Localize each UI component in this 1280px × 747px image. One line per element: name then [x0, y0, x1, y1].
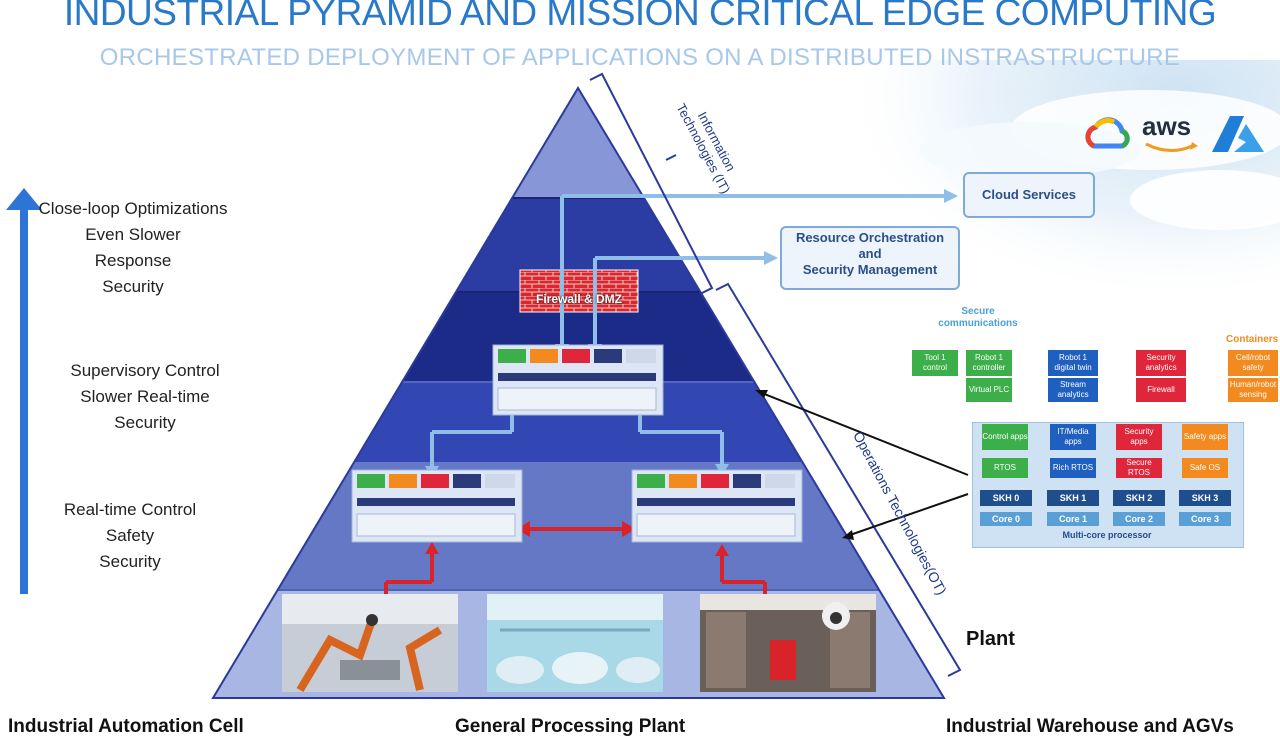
- photo-automation-cell: [282, 594, 458, 693]
- page-subtitle: ORCHESTRATED DEPLOYMENT OF APPLICATIONS …: [99, 44, 1181, 71]
- orchestration-box: Resource Orchestration and Security Mana…: [780, 226, 960, 290]
- col0-apps: Control apps: [982, 424, 1028, 450]
- app-firewall: Firewall: [1136, 378, 1186, 402]
- label-warehouse-agvs: Industrial Warehouse and AGVs: [946, 716, 1234, 737]
- aws-icon: aws: [1142, 112, 1202, 156]
- col1-skh: SKH 1: [1047, 490, 1099, 506]
- col2-core: Core 2: [1113, 512, 1165, 526]
- photo-processing-plant: [487, 594, 663, 692]
- google-cloud-icon: [1085, 117, 1130, 149]
- cloud-services-box: Cloud Services: [963, 172, 1095, 218]
- page-title: INDUSTRIAL PYRAMID AND MISSION CRITICAL …: [63, 0, 1217, 33]
- firewall-brick: [519, 269, 639, 313]
- photo-warehouse: [700, 594, 876, 692]
- firewall-label: Firewall & DMZ: [535, 292, 622, 306]
- col2-apps: Security apps: [1116, 424, 1162, 450]
- vertical-up-arrow: [6, 188, 42, 594]
- label-processing-plant: General Processing Plant: [455, 716, 686, 737]
- col3-core: Core 3: [1179, 512, 1231, 526]
- col0-skh: SKH 0: [980, 490, 1032, 506]
- col1-core: Core 1: [1047, 512, 1099, 526]
- col1-apps: IT/Media apps: [1050, 424, 1096, 450]
- col3-skh: SKH 3: [1179, 490, 1231, 506]
- plant-label: Plant: [966, 628, 1015, 650]
- level-label-optimization: Close-loop Optimizations Even Slower Res…: [38, 199, 228, 296]
- containers-label: Containers: [1226, 334, 1279, 345]
- app-cell-robot-safety: Cell/robot safety: [1228, 350, 1278, 376]
- label-automation-cell: Industrial Automation Cell: [8, 716, 244, 737]
- secure-communications-label: Secure communications: [938, 306, 1018, 329]
- app-robot1-digital-twin: Robot 1 digital twin: [1048, 350, 1098, 376]
- multicore-diagram: Secure communications Containers Tool 1 …: [906, 300, 1280, 550]
- app-virtual-plc: Virtual PLC: [966, 378, 1012, 402]
- col0-os: RTOS: [982, 458, 1028, 478]
- app-security-analytics: Security analytics: [1136, 350, 1186, 376]
- col2-skh: SKH 2: [1113, 490, 1165, 506]
- col2-os: Secure RTOS: [1116, 458, 1162, 478]
- azure-icon: [1212, 116, 1264, 152]
- col3-os: Safe OS: [1182, 458, 1228, 478]
- col3-apps: Safety apps: [1182, 424, 1228, 450]
- app-robot1-controller: Robot 1 controller: [966, 350, 1012, 376]
- app-tool1-control: Tool 1 control: [912, 350, 958, 376]
- app-stream-analytics: Stream analytics: [1048, 378, 1098, 402]
- app-human-robot-sensing: Human/robot sensing: [1228, 378, 1278, 402]
- level-label-supervisory: Supervisory Control Slower Real-time Sec…: [70, 361, 220, 432]
- col0-core: Core 0: [980, 512, 1032, 526]
- col1-os: Rich RTOS: [1050, 458, 1096, 478]
- multicore-footer: Multi-core processor: [1062, 530, 1152, 540]
- level-label-realtime: Real-time Control Safety Security: [63, 500, 197, 571]
